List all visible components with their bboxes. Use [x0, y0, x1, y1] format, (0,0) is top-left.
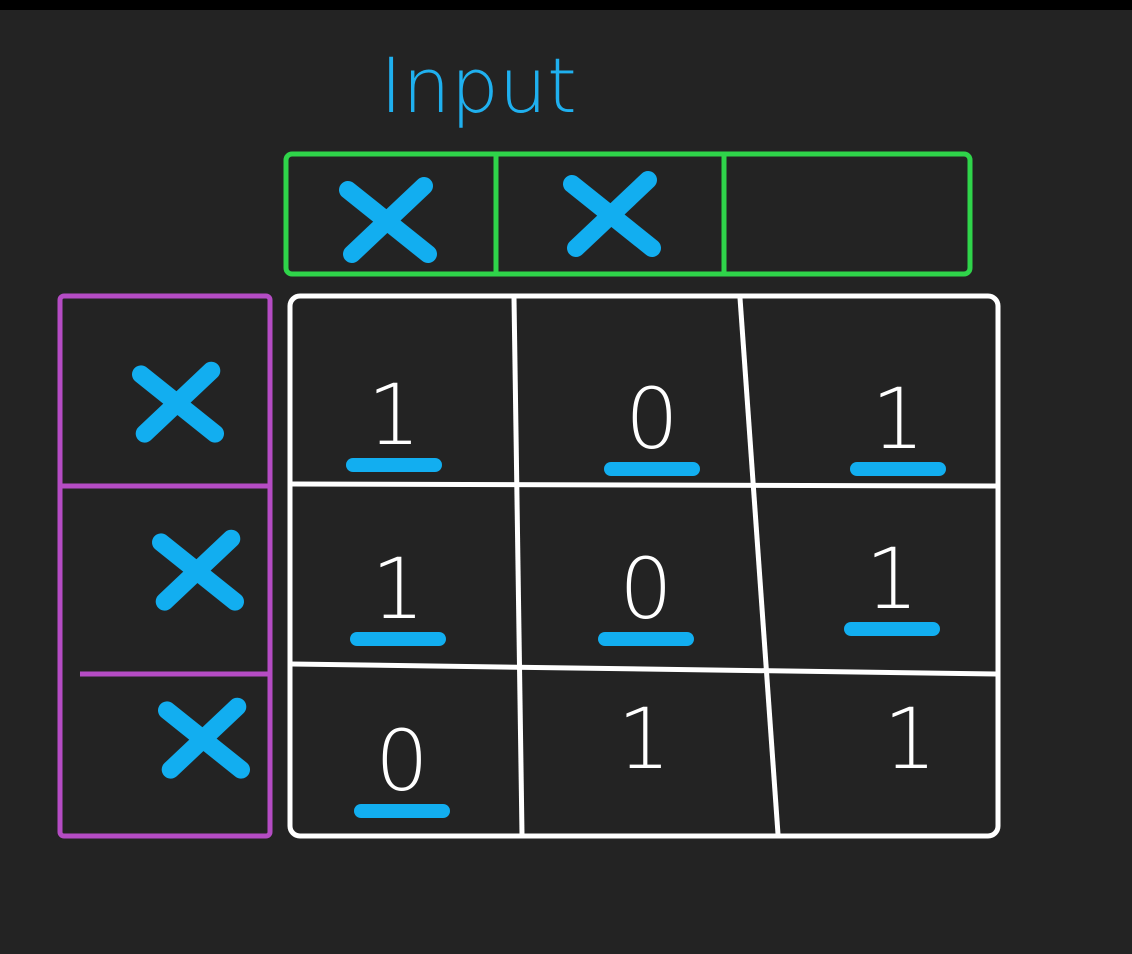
output-grid: 1 0 1 1 0 1 0 1 1: [287, 293, 1001, 839]
matrix-cell-value: 1: [871, 370, 924, 468]
matrix-cell: 1: [350, 540, 446, 646]
matrix-cell: 0: [604, 370, 700, 476]
matrix-cell: 0: [354, 712, 450, 818]
matrix-cell-value: 1: [367, 366, 420, 464]
input-column-cell: [152, 529, 244, 611]
matrix-cell: 1: [346, 366, 442, 472]
input-column-cell: [132, 361, 224, 443]
matrix-cell-value: 1: [371, 540, 424, 638]
matrix-cell: 1: [883, 690, 936, 788]
matrix-cell: 0: [598, 540, 694, 646]
x-mark-icon: [339, 177, 437, 263]
grid-divider: [291, 661, 997, 677]
x-mark-icon: [152, 529, 244, 611]
underline-mark: [346, 458, 442, 472]
matrix-cell-value: 0: [625, 370, 678, 468]
grid-divider: [511, 297, 525, 835]
input-row-cell: [563, 171, 661, 257]
underline-mark: [354, 804, 450, 818]
x-mark-icon: [132, 361, 224, 443]
background: [0, 8, 1132, 954]
grid-divider: [737, 297, 781, 835]
input-column-cell: [158, 697, 250, 779]
diagram-title: Input: [380, 41, 577, 130]
underline-mark: [850, 462, 946, 476]
input-column-border: [57, 293, 273, 839]
top-bar: [0, 0, 1132, 10]
underline-mark: [604, 462, 700, 476]
underline-mark: [598, 632, 694, 646]
matrix-cell: 1: [617, 690, 670, 788]
underline-mark: [844, 622, 940, 636]
matrix-cell-value: 0: [619, 540, 672, 638]
underline-mark: [350, 632, 446, 646]
input-column: [57, 293, 273, 839]
matrix-cell: 1: [850, 370, 946, 476]
matrix-cell-value: 1: [617, 690, 670, 788]
input-row-cell: [339, 177, 437, 263]
matrix-cell-value: 1: [883, 690, 936, 788]
input-row-border: [283, 151, 973, 277]
matrix-cell-value: 1: [865, 530, 918, 628]
matrix-cell: 1: [844, 530, 940, 636]
matrix-cell-value: 0: [375, 712, 428, 810]
grid-divider: [291, 481, 997, 489]
x-mark-icon: [563, 171, 661, 257]
x-mark-icon: [158, 697, 250, 779]
input-row: [283, 151, 973, 277]
grid-border: [287, 293, 1001, 839]
